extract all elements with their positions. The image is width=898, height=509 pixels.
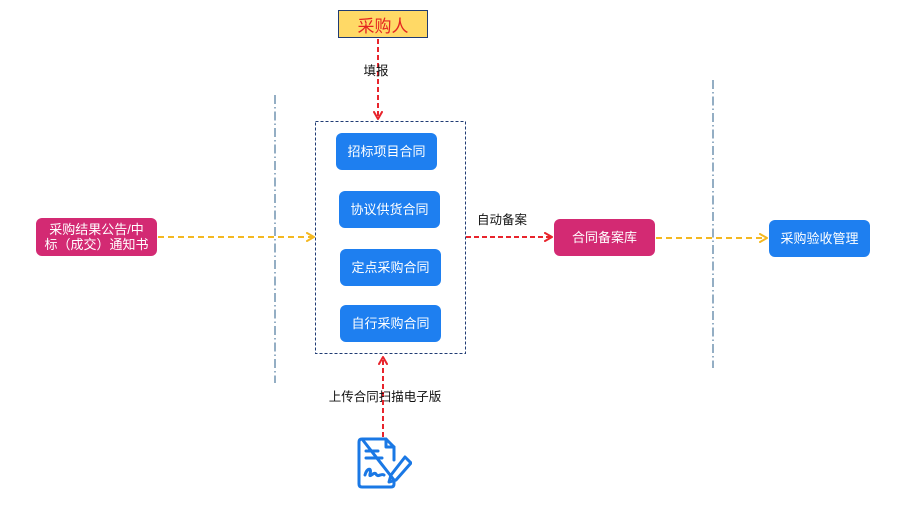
upload-label: 上传合同扫描电子版 [328,390,442,404]
acceptance-management-label: 采购验收管理 [780,231,859,246]
contract-node-tender: 招标项目合同 [336,133,437,170]
contract-label: 招标项目合同 [347,144,426,159]
document-sign-icon [357,437,412,489]
contract-archive-node: 合同备案库 [554,219,655,256]
contract-group-frame [315,121,466,354]
purchaser-node: 采购人 [338,10,428,38]
contract-node-designated: 定点采购合同 [340,249,441,286]
result-notice-node: 采购结果公告/中 标（成交）通知书 [36,218,157,256]
fill-label: 填报 [363,64,389,78]
contract-label: 自行采购合同 [351,316,430,331]
contract-node-agreement-supply: 协议供货合同 [339,191,440,228]
contract-label: 协议供货合同 [350,202,429,217]
purchaser-label: 采购人 [357,16,409,36]
auto-record-label: 自动备案 [476,213,527,227]
acceptance-management-node: 采购验收管理 [769,220,870,257]
result-notice-label-line2: 标（成交）通知书 [44,237,149,252]
contract-node-self-procured: 自行采购合同 [340,305,441,342]
contract-label: 定点采购合同 [351,260,430,275]
contract-archive-label: 合同备案库 [571,230,637,245]
result-notice-label-line1: 采购结果公告/中 [49,222,144,237]
